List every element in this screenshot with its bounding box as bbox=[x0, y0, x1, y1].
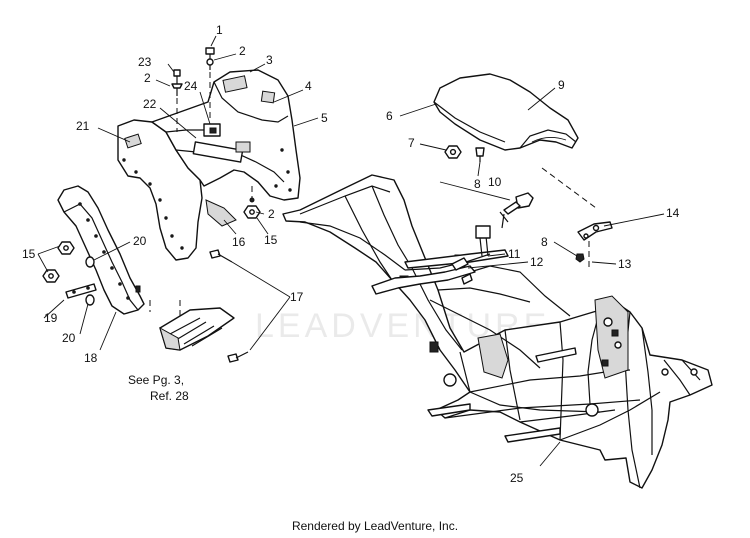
seat bbox=[433, 73, 579, 151]
callout-7: 7 bbox=[408, 136, 415, 150]
callout-3: 3 bbox=[266, 53, 273, 67]
bolts-17 bbox=[209, 249, 249, 363]
callout-2: 2 bbox=[239, 44, 246, 58]
callout-15: 15 bbox=[22, 247, 36, 261]
rear-fender bbox=[117, 69, 301, 261]
callout-2: 2 bbox=[268, 207, 275, 221]
callout-labels: 1 2 3 4 5 23 2 24 22 21 6 9 7 8 10 14 8 … bbox=[22, 23, 680, 485]
callout-13: 13 bbox=[618, 257, 632, 271]
bolt-10 bbox=[499, 192, 534, 229]
callout-8: 8 bbox=[541, 235, 548, 249]
callout-25: 25 bbox=[510, 471, 524, 485]
callout-8: 8 bbox=[474, 177, 481, 191]
callout-12: 12 bbox=[530, 255, 544, 269]
callout-11: 11 bbox=[508, 247, 521, 261]
nut-7 bbox=[444, 145, 462, 159]
ref-note-line1: See Pg. 3, bbox=[128, 373, 184, 387]
callout-10: 10 bbox=[488, 175, 502, 189]
bolt-1 bbox=[205, 47, 215, 118]
nut-15-upper bbox=[243, 186, 261, 219]
bolt-8-upper bbox=[475, 147, 485, 162]
callout-23: 23 bbox=[138, 55, 152, 69]
callout-9: 9 bbox=[558, 78, 565, 92]
callout-20: 20 bbox=[133, 234, 147, 248]
ref-note-line2: Ref. 28 bbox=[150, 389, 189, 403]
callout-4: 4 bbox=[305, 79, 312, 93]
footrest-guard bbox=[149, 300, 235, 351]
bolt-11-12 bbox=[451, 253, 491, 285]
callout-15: 15 bbox=[264, 233, 278, 247]
leader-lines bbox=[37, 35, 665, 467]
callout-24: 24 bbox=[184, 79, 198, 93]
callout-5: 5 bbox=[321, 111, 328, 125]
callout-18: 18 bbox=[84, 351, 98, 365]
callout-20: 20 bbox=[62, 331, 76, 345]
callout-22: 22 bbox=[143, 97, 157, 111]
hardware-left bbox=[42, 241, 97, 306]
callout-6: 6 bbox=[386, 109, 393, 123]
bracket-14 bbox=[577, 221, 613, 268]
callout-14: 14 bbox=[666, 206, 680, 220]
callout-2: 2 bbox=[144, 71, 151, 85]
callout-17: 17 bbox=[290, 290, 304, 304]
callout-21: 21 bbox=[76, 119, 90, 133]
callout-19: 19 bbox=[44, 311, 58, 325]
callout-16: 16 bbox=[232, 235, 246, 249]
mud-flap bbox=[57, 185, 145, 315]
bolt-8-lower bbox=[575, 253, 585, 263]
callout-1: 1 bbox=[216, 23, 223, 37]
footer-credit: Rendered by LeadVenture, Inc. bbox=[291, 519, 459, 533]
bolt-23 bbox=[171, 69, 183, 132]
